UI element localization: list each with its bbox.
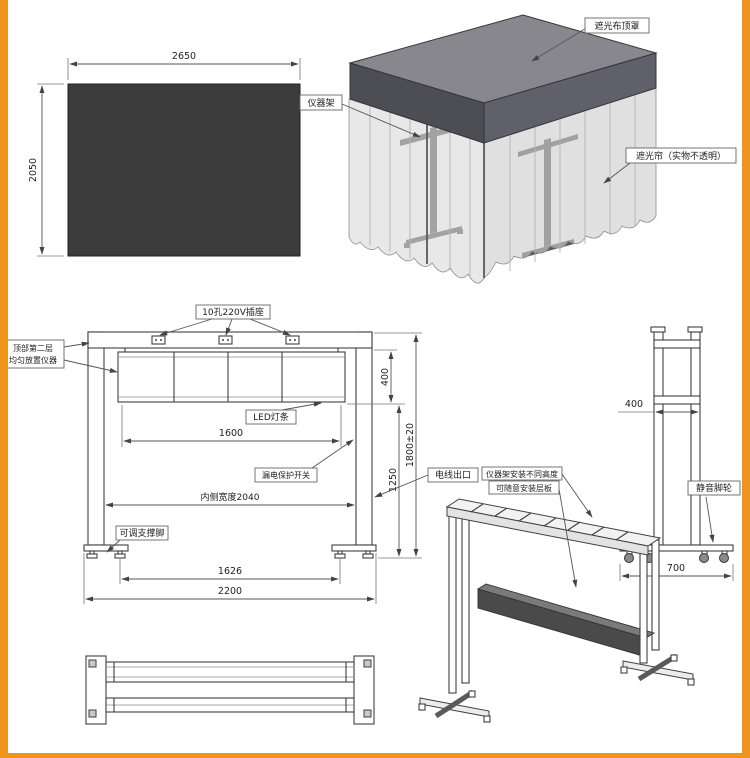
callout-text: 仪器架 [307, 98, 334, 109]
callout-text: LED灯条 [253, 411, 289, 423]
callout-text: 电线出口 [435, 469, 471, 481]
callout-casters: 静音脚轮 [687, 480, 741, 543]
callout-text: 10孔220V插座 [202, 306, 264, 318]
dim-text: 内侧宽度2040 [201, 491, 260, 503]
dim-text: 1250 [388, 468, 399, 492]
right-post [355, 331, 373, 546]
curtain-right-face [483, 87, 657, 279]
end-plate-right [353, 655, 375, 725]
leg-back-left [461, 500, 470, 684]
dim-inner-width: 内侧宽度2040 [105, 491, 355, 508]
callout-instrument-rack: 仪器架 [299, 94, 421, 138]
adjustable-feet-right [331, 544, 377, 559]
foot-pad [363, 659, 372, 668]
cover-panel [67, 83, 301, 257]
top-view-cover: 2650 2050 [28, 51, 301, 257]
left-post [87, 331, 105, 546]
callout-rack-heights: 仪器架安装不同高度 [481, 466, 593, 518]
dim-text: 1800±20 [405, 423, 416, 467]
dim-400-depth: 400 [618, 399, 699, 415]
side-post-front [653, 331, 664, 546]
top-rail [445, 498, 662, 556]
power-sockets [151, 335, 300, 345]
callout-curtain: 遮光帘（实物不透明） [603, 147, 737, 184]
iso-view-cover: 遮光布顶罩 仪器架 遮光帘（实物不透明） [299, 14, 737, 284]
dim-text: 400 [625, 399, 643, 410]
callout-text: 漏电保护开关 [262, 470, 310, 480]
rail-slats [470, 503, 629, 541]
post-cap-front [650, 326, 666, 333]
callout-text: 静音脚轮 [696, 482, 732, 494]
side-crossbar-top [653, 339, 701, 349]
frame-plan-view [85, 655, 375, 725]
long-beam-top [105, 661, 355, 683]
foot-right [620, 653, 695, 686]
leg-front-left [448, 512, 457, 694]
adjustable-feet-left [83, 544, 129, 559]
callout-top-cover: 遮光布顶罩 [531, 17, 650, 62]
foot-pad [363, 709, 372, 718]
dim-700: 700 [619, 563, 734, 581]
callout-socket: 10孔220V插座 [159, 304, 291, 336]
foot-pad [88, 709, 97, 718]
callout-text: 仪器架安装不同高度 [486, 469, 558, 479]
callout-text: 均匀放置仪器 [9, 355, 57, 365]
blackout-curtains [348, 87, 657, 284]
dim-text: 1600 [219, 428, 243, 439]
hanging-shelf [117, 348, 346, 403]
shelf-panel [476, 583, 656, 658]
dim-1600: 1600 [121, 405, 342, 447]
callout-text: 遮光布顶罩 [594, 20, 639, 32]
drawing-sheet: 2650 2050 [8, 0, 742, 753]
cover-slab [348, 14, 658, 144]
dim-2200: 2200 [83, 553, 377, 604]
technical-drawing: 2650 2050 [8, 14, 741, 725]
dim-height-2050: 2050 [28, 83, 64, 257]
front-elevation: 10孔220V插座 顶部第二层 均匀放置仪器 LED灯条 漏电保护开关 电线出口 [8, 304, 479, 604]
long-beam-bottom [105, 697, 355, 713]
post-cap-back [687, 326, 703, 333]
callout-text: 可调支撑脚 [119, 527, 164, 539]
iso-view-frame: 仪器架安装不同高度 可随意安装层板 [418, 466, 695, 723]
end-plate-left [85, 655, 107, 725]
foot-pad [88, 659, 97, 668]
curtain-folds [369, 95, 636, 276]
dim-width-2650: 2650 [67, 51, 301, 80]
callout-text: 顶部第二层 [13, 343, 53, 353]
dim-text: 1626 [218, 566, 242, 577]
dim-text: 400 [380, 368, 391, 386]
side-post-back [690, 331, 701, 546]
dim-1626: 1626 [119, 559, 341, 584]
foot-left [418, 689, 491, 723]
callout-top-shelf: 顶部第二层 均匀放置仪器 [8, 339, 118, 373]
callout-wire-outlet: 电线出口 [374, 467, 479, 498]
dim-text: 700 [667, 563, 685, 574]
dim-1800: 1800±20 [374, 332, 422, 559]
dim-1250: 1250 [388, 405, 402, 557]
side-crossbar-mid [653, 395, 701, 405]
dim-text: 2200 [218, 586, 242, 597]
slab-right-face [483, 52, 657, 144]
dim-text: 2650 [172, 51, 196, 62]
callout-text: 遮光帘（实物不透明） [636, 150, 726, 162]
callout-led: LED灯条 [245, 401, 322, 425]
callout-shelf-board: 可随意安装层板 [488, 480, 578, 588]
dim-400-top: 400 [347, 349, 405, 405]
callout-adjustable-feet: 可调支撑脚 [106, 525, 169, 553]
callout-breaker: 漏电保护开关 [254, 439, 354, 483]
leg-front-right [639, 550, 648, 664]
callout-text: 可随意安装层板 [496, 483, 552, 493]
dim-text: 2050 [28, 158, 39, 182]
